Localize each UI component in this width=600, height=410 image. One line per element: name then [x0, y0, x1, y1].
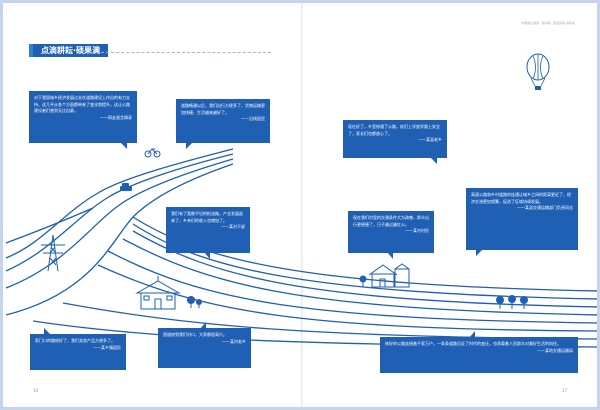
quote-text: 家门口的路修好了，我们卖农产品方便多了。: [35, 338, 115, 343]
quote-text: 现在好了，乡里修通了公路，娃们上学放学路上安全了，家长们也都放心了。: [348, 124, 440, 136]
quote-bubble-3: 现在好了，乡里修通了公路，娃们上学放学路上安全了，家长们也都放心了。 ——某县老…: [343, 120, 447, 164]
bicycle-icon: [144, 148, 161, 158]
quote-bubble-1: 对于我国城乡经济发展过去在道路建设上作出的有力支持，这几乎从各个方面都带来了变化…: [29, 91, 137, 149]
running-header: 中国电子政务（第2版）建设实践 某机关: [521, 21, 575, 25]
quote-source: ——沿线居民: [241, 116, 265, 121]
title-rule: [101, 52, 271, 53]
quote-text: 现在我们村里的交通条件大为改善，群众出行更便捷了，日子越过越红火。: [353, 215, 429, 227]
hot-air-balloon-icon: [526, 53, 550, 90]
quote-source: ——某乡镇居民: [93, 344, 121, 350]
quote-text: 国道修到我们村口，大家都很高兴。: [163, 332, 227, 337]
quote-source: ——某村干部: [221, 224, 245, 229]
car-icon: [120, 183, 132, 191]
quote-source: ——某县老乡: [418, 137, 442, 142]
trees-right: [496, 295, 528, 309]
quote-source: ——某地交通运输局: [537, 347, 573, 353]
quote-bubble-6: 高速公路和乡村道路的连通让城乡之间的距离更近了，经济交流更加频繁，促进了区域协调…: [466, 188, 578, 256]
quote-source: ——某村老乡: [222, 338, 246, 344]
quote-text: 道路畅通以后，我们出行方便多了，货物运输更加快捷，生活越来越好了。: [181, 103, 265, 115]
quote-bubble-2: 道路畅通以后，我们出行方便多了，货物运输更加快捷，生活越来越好了。 ——沿线居民: [176, 99, 270, 149]
tree-mid: [359, 275, 367, 287]
quote-text: 高速公路和乡村道路的连通让城乡之间的距离更近了，经济交流更加频繁，促进了区域协调…: [471, 192, 571, 204]
quote-source: ——某村村民: [405, 228, 429, 233]
quote-text: 修好的公路连接着千家万户，一条条道路见证了时代的变迁，也承载着人民群众对美好生活…: [385, 341, 561, 346]
road-lines: [5, 148, 597, 348]
trees-left: [187, 296, 202, 308]
quote-text: 对于我国城乡经济发展过去在道路建设上作出的有力支持，这几乎从各个方面都带来了变化…: [34, 95, 130, 113]
page-number-right: 17: [561, 388, 567, 393]
quote-bubble-5: 现在我们村里的交通条件大为改善，群众出行更便捷了，日子越过越红火。 ——某村村民: [348, 211, 434, 259]
quote-text: 我们有了宽敞平坦的柏油路，产业发展起来了，乡亲们的收入也增加了。: [171, 211, 243, 223]
school-building-icon: [135, 276, 181, 310]
quote-source: ——某县交通运输部门负责同志: [517, 205, 573, 210]
quote-bubble-7: 家门口的路修好了，我们卖农产品方便多了。 ——某乡镇居民: [30, 328, 126, 370]
page-number-left: 16: [33, 388, 39, 393]
quote-bubble-8: 国道修到我们村口，大家都很高兴。 ——某村老乡: [158, 322, 251, 368]
road-illustration: [5, 53, 597, 348]
page-spine: [301, 3, 303, 407]
section-title: 点滴耕耘·硕果满: [28, 44, 109, 57]
village-house-icon: [368, 263, 410, 288]
power-tower-icon: [41, 234, 65, 272]
quote-bubble-9: 修好的公路连接着千家万户，一条条道路见证了时代的变迁，也承载着人民群众对美好生活…: [380, 331, 578, 373]
quote-source: ——网友留言摘录: [100, 114, 132, 120]
quote-bubble-4: 我们有了宽敞平坦的柏油路，产业发展起来了，乡亲们的收入也增加了。 ——某村干部: [166, 207, 250, 259]
